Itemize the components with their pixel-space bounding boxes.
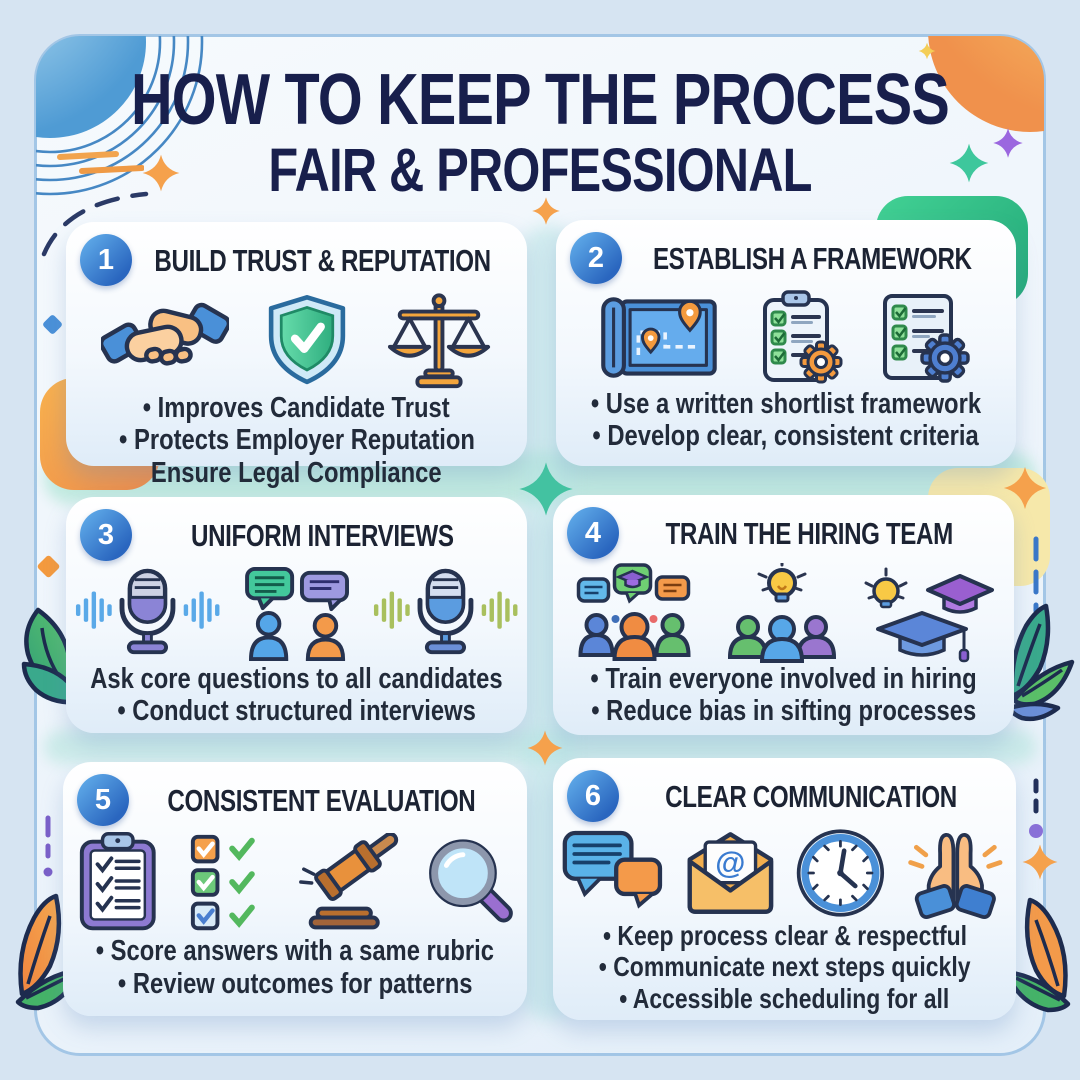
step-number-badge: 1 xyxy=(80,234,132,286)
bullet-line: • Score answers with a same rubric xyxy=(95,935,495,968)
bullet-line: Ensure Legal Compliance xyxy=(151,456,442,489)
bullet-line: • Review outcomes for patterns xyxy=(117,967,473,1000)
sparkle-green-icon xyxy=(949,143,989,183)
checklist-blue-gear-icon xyxy=(883,294,970,383)
card-uniform-interviews: 3 UNIFORM INTERVIEWS xyxy=(66,497,527,733)
gavel-icon xyxy=(299,832,399,929)
dashed-arc-decoration xyxy=(41,191,149,257)
card-title: ESTABLISH A FRAMEWORK xyxy=(652,241,972,276)
card-bullets: Ask core questions to all candidates • C… xyxy=(74,663,519,732)
card-title: CLEAR COMMUNICATION xyxy=(664,779,957,814)
card-header: 6 CLEAR COMMUNICATION xyxy=(561,768,1008,826)
card-header: 1 BUILD TRUST & REPUTATION xyxy=(74,232,519,290)
leaves-bottom-right-decoration xyxy=(1003,897,1071,1013)
sparkle-purple-icon xyxy=(993,128,1023,158)
card-bullets: • Train everyone involved in hiring • Re… xyxy=(561,663,1006,732)
bullet-line: • Keep process clear & respectful xyxy=(602,920,967,951)
step-number-badge: 6 xyxy=(567,770,619,822)
sparkle-orange-right-icon xyxy=(1003,466,1047,510)
page-title: HOW TO KEEP THE PROCESS FAIR & PROFESSIO… xyxy=(0,62,1080,203)
card-icons-row xyxy=(561,563,1006,663)
card-title: CONSISTENT EVALUATION xyxy=(167,783,475,818)
card-clear-communication: 6 CLEAR COMMUNICATION @ xyxy=(553,758,1016,1020)
microphone-waves-blue-icon xyxy=(374,568,518,655)
card-icons-row xyxy=(71,830,519,935)
card-icons-row xyxy=(74,290,519,392)
bullet-line: • Conduct structured interviews xyxy=(117,695,476,728)
page-title-line2: FAIR & PROFESSIONAL xyxy=(268,136,812,205)
card-build-trust: 1 BUILD TRUST & REPUTATION xyxy=(66,222,527,489)
sparkle-orange-bottom-icon xyxy=(1022,844,1058,880)
magnifier-icon xyxy=(428,838,513,922)
bullet-line: • Communicate next steps quickly xyxy=(598,951,971,983)
dotted-line-dot-decoration xyxy=(1029,778,1043,838)
card-title: UNIFORM INTERVIEWS xyxy=(191,518,454,553)
leaves-right-decoration xyxy=(1007,603,1075,722)
card-header: 5 CONSISTENT EVALUATION xyxy=(71,772,519,830)
card-bullets: • Keep process clear & respectful • Comm… xyxy=(561,920,1008,1018)
email-at-icon: @ xyxy=(687,832,773,914)
purple-dashed-line-decoration xyxy=(43,815,53,877)
top-right-blob-decoration xyxy=(868,36,1044,186)
team-idea-icon xyxy=(727,563,836,663)
chat-bubbles-icon xyxy=(562,830,663,909)
shield-check-icon xyxy=(268,295,345,385)
sparkle-yellow-icon xyxy=(918,42,936,60)
bullet-line: • Protects Employer Reputation xyxy=(118,424,475,457)
top-left-circles-decoration xyxy=(36,36,212,212)
bullet-line: • Train everyone involved in hiring xyxy=(590,663,977,695)
card-bullets: • Use a written shortlist framework • De… xyxy=(564,388,1008,457)
clipboard-checklist-icon xyxy=(79,831,156,930)
step-number-badge: 5 xyxy=(77,774,129,826)
orange-lines-decoration xyxy=(57,151,144,174)
bullet-line: • Improves Candidate Trust xyxy=(143,392,450,424)
microphone-waves-purple-icon xyxy=(75,568,220,655)
clock-icon xyxy=(797,829,885,917)
step-number-badge: 4 xyxy=(567,507,619,559)
interview-chat-people-icon xyxy=(245,566,349,662)
praying-hands-icon xyxy=(908,833,1003,920)
blue-dashed-line-decoration xyxy=(1033,536,1039,614)
card-title: BUILD TRUST & REPUTATION xyxy=(154,243,491,278)
bullet-line: • Develop clear, consistent criteria xyxy=(592,420,980,453)
gear-icon xyxy=(920,333,970,383)
sparkle-orange-icon xyxy=(142,154,180,192)
card-bullets: • Improves Candidate Trust • Protects Em… xyxy=(74,392,519,493)
sparkle-orange-top-icon xyxy=(532,197,560,225)
card-title: TRAIN THE HIRING TEAM xyxy=(665,516,954,551)
checkboxes-icon xyxy=(190,834,255,930)
bullet-line: • Use a written shortlist framework xyxy=(590,388,982,420)
card-icons-row: @ xyxy=(561,826,1008,920)
gear-icon xyxy=(799,340,843,384)
blueprint-map-icon xyxy=(601,297,717,378)
checklist-orange-gear-icon xyxy=(763,290,843,384)
card-bullets: • Score answers with a same rubric • Rev… xyxy=(71,935,519,1004)
scales-of-justice-icon xyxy=(387,293,490,389)
leaves-left-decoration xyxy=(21,607,81,705)
page-title-line1: HOW TO KEEP THE PROCESS xyxy=(130,60,950,140)
team-speech-bubbles-icon xyxy=(576,563,691,661)
sparkle-teal-center-icon xyxy=(519,462,573,516)
step-number-badge: 2 xyxy=(570,232,622,284)
card-icons-row xyxy=(564,288,1008,388)
at-symbol: @ xyxy=(715,845,745,880)
card-header: 4 TRAIN THE HIRING TEAM xyxy=(561,505,1006,563)
card-header: 3 UNIFORM INTERVIEWS xyxy=(74,507,519,565)
handshake-icon xyxy=(100,302,229,366)
bullet-line: • Accessible scheduling for all xyxy=(619,982,950,1014)
card-icons-row xyxy=(74,565,519,663)
step-number-badge: 3 xyxy=(80,509,132,561)
lightbulb-grad-caps-icon xyxy=(864,567,994,663)
card-establish-framework: 2 ESTABLISH A FRAMEWORK xyxy=(556,220,1016,466)
card-train-hiring-team: 4 TRAIN THE HIRING TEAM xyxy=(553,495,1014,735)
card-consistent-evaluation: 5 CONSISTENT EVALUATION xyxy=(63,762,527,1016)
bullet-line: • Reduce bias in sifting processes xyxy=(591,695,976,728)
bullet-line: Ask core questions to all candidates xyxy=(90,663,503,695)
card-header: 2 ESTABLISH A FRAMEWORK xyxy=(564,230,1008,288)
sparkle-orange-mid-icon xyxy=(527,730,563,766)
